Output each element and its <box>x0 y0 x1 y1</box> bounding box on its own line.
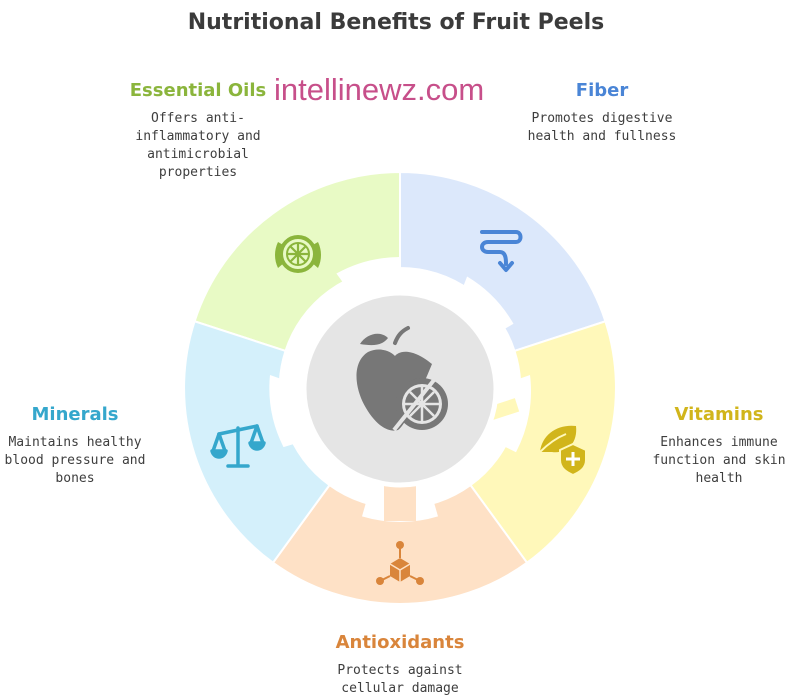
fiber-label: Fiber <box>575 80 629 101</box>
minerals-description: Maintains healthy blood pressure and bon… <box>4 435 146 486</box>
leaf-shield-icon <box>539 425 587 477</box>
fiber-block: Fiber Promotes digestive health and full… <box>514 80 690 146</box>
vitamins-description: Enhances immune function and skin health <box>652 435 786 486</box>
watermark-text: intellinewz.com <box>274 72 485 107</box>
antioxidants-connector <box>384 483 416 521</box>
antioxidants-label: Antioxidants <box>335 632 465 653</box>
intestine-arrow-icon <box>480 230 523 272</box>
fruit-peel-icon <box>356 326 448 432</box>
minerals-block: Minerals Maintains healthy blood pressur… <box>0 404 150 488</box>
segment-tab-fiber <box>455 276 514 340</box>
minerals-label: Minerals <box>31 404 119 425</box>
segment-fiber <box>399 170 607 353</box>
vitamins-label: Vitamins <box>674 404 764 425</box>
essential-oils-block: Essential Oils Offers anti- inflammatory… <box>118 80 278 182</box>
antioxidants-description: Protects against cellular damage <box>337 663 463 696</box>
fiber-description: Promotes digestive health and fullness <box>527 111 677 144</box>
essential-oils-label: Essential Oils <box>129 80 267 101</box>
page-title: Nutritional Benefits of Fruit Peels <box>187 10 605 35</box>
molecule-cube-icon <box>376 541 424 585</box>
antioxidants-block: Antioxidants Protects against cellular d… <box>310 632 490 698</box>
segment-tab-minerals <box>269 375 312 448</box>
vitamins-block: Vitamins Enhances immune function and sk… <box>646 404 792 488</box>
essential-oils-description: Offers anti- inflammatory and antimicrob… <box>135 111 261 180</box>
segment-tab-essential-oils <box>336 257 400 302</box>
balance-scale-icon <box>210 424 266 468</box>
citrus-slice-icon <box>275 235 321 273</box>
